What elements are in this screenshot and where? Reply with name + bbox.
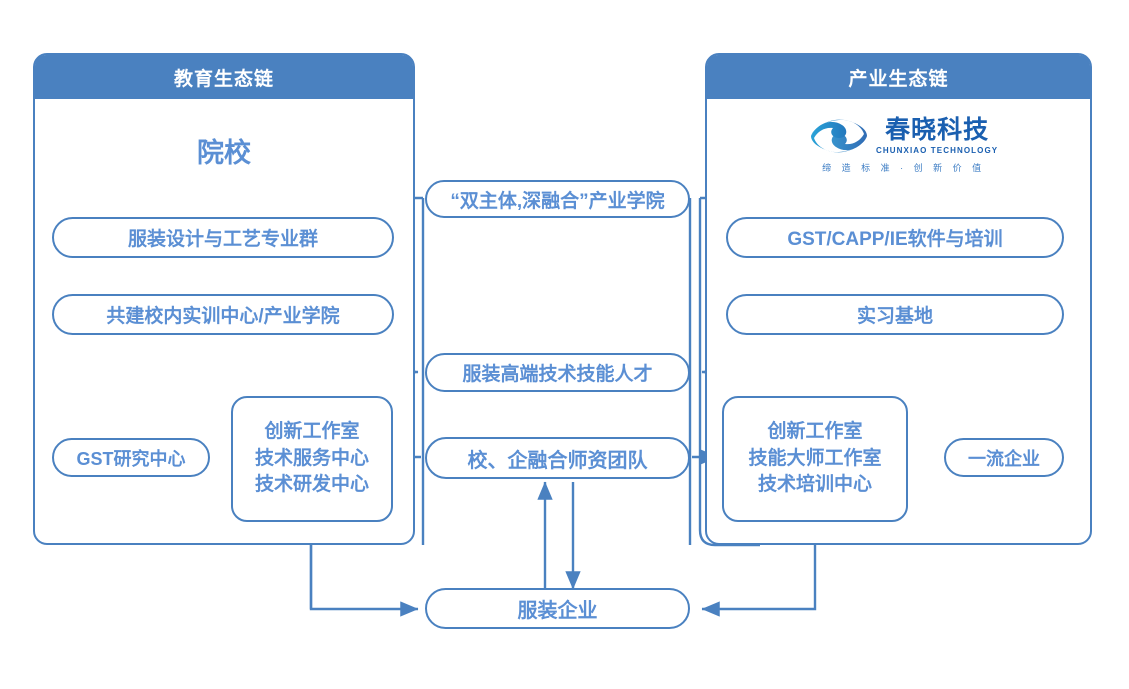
node-top-enterprise[interactable]: 一流企业 bbox=[944, 438, 1064, 477]
node-faculty-team[interactable]: 校、企融合师资团队 bbox=[425, 437, 690, 479]
node-gst-research-center-label: GST研究中心 bbox=[76, 448, 186, 469]
node-software-training-label: GST/CAPP/IE软件与培训 bbox=[787, 229, 1003, 250]
node-left-centers[interactable]: 创新工作室 技术服务中心 技术研发中心 bbox=[231, 396, 393, 522]
logo-name-cn: 春晓科技 bbox=[885, 115, 990, 144]
node-industry-college-label: “双主体,深融合”产业学院 bbox=[450, 190, 665, 212]
node-right-centers[interactable]: 创新工作室 技能大师工作室 技术培训中心 bbox=[722, 396, 908, 522]
node-software-training[interactable]: GST/CAPP/IE软件与培训 bbox=[726, 217, 1064, 258]
node-faculty-team-label: 校、企融合师资团队 bbox=[467, 449, 648, 472]
node-left-centers-line-2: 技术服务中心 bbox=[254, 447, 369, 469]
node-garment-enterprise-label: 服装企业 bbox=[517, 600, 598, 622]
node-internship-base[interactable]: 实习基地 bbox=[726, 294, 1064, 335]
node-talent[interactable]: 服装高端技术技能人才 bbox=[425, 353, 690, 392]
node-gst-research-center[interactable]: GST研究中心 bbox=[52, 438, 210, 477]
wire-right-centers-to-garment bbox=[701, 521, 817, 617]
panel-industry-header: 产业生态链 bbox=[707, 55, 1090, 99]
node-training-center[interactable]: 共建校内实训中心/产业学院 bbox=[52, 294, 394, 335]
node-talent-label: 服装高端技术技能人才 bbox=[462, 364, 653, 385]
node-training-center-label: 共建校内实训中心/产业学院 bbox=[106, 306, 340, 327]
node-industry-college[interactable]: “双主体,深融合”产业学院 bbox=[425, 180, 690, 218]
panel-education-title: 教育生态链 bbox=[173, 68, 274, 90]
section-title-schools: 院校 bbox=[197, 138, 251, 168]
swirl-eye-icon bbox=[811, 119, 867, 153]
node-internship-base-label: 实习基地 bbox=[856, 306, 933, 327]
node-right-centers-line-3: 技术培训中心 bbox=[757, 474, 872, 496]
node-left-centers-line-1: 创新工作室 bbox=[264, 420, 360, 442]
node-major-group[interactable]: 服装设计与工艺专业群 bbox=[52, 217, 394, 258]
node-top-enterprise-label: 一流企业 bbox=[968, 448, 1040, 469]
node-garment-enterprise[interactable]: 服装企业 bbox=[425, 588, 690, 629]
logo-name-en: CHUNXIAO TECHNOLOGY bbox=[876, 145, 999, 155]
logo-slogan: 缔 造 标 准 · 创 新 价 值 bbox=[822, 163, 986, 173]
node-right-centers-line-1: 创新工作室 bbox=[767, 420, 863, 442]
wire-right-trunk-1 bbox=[698, 198, 760, 547]
node-right-centers-line-2: 技能大师工作室 bbox=[748, 447, 882, 469]
panel-education-header: 教育生态链 bbox=[35, 55, 413, 99]
chunxiao-logo: 春晓科技 CHUNXIAO TECHNOLOGY 缔 造 标 准 · 创 新 价… bbox=[809, 116, 998, 174]
node-left-centers-line-3: 技术研发中心 bbox=[254, 474, 369, 496]
panel-industry-title: 产业生态链 bbox=[848, 68, 949, 90]
node-major-group-label: 服装设计与工艺专业群 bbox=[127, 229, 318, 250]
